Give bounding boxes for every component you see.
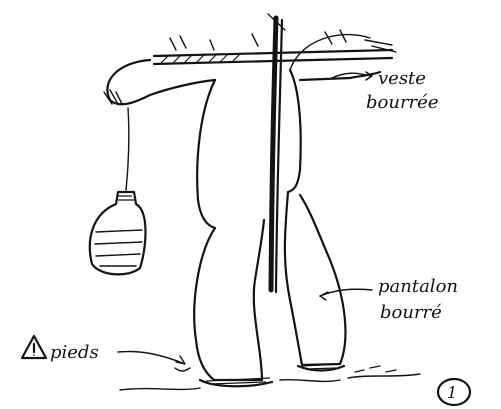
wooden-pole [268, 14, 285, 292]
stuffed-jacket [104, 35, 380, 228]
label-veste: veste [378, 68, 426, 89]
label-pieds: pieds [50, 342, 99, 363]
warning-triangle-icon [22, 336, 46, 358]
page-number: 1 [447, 383, 457, 402]
page-number-badge: 1 [438, 379, 470, 405]
hanging-bottle [90, 108, 146, 274]
label-bourre-trousers: bourré [380, 302, 442, 323]
annotation-arrows [118, 72, 372, 364]
label-bourree-jacket: bourrée [366, 92, 438, 113]
label-pantalon: pantalon [378, 276, 458, 297]
